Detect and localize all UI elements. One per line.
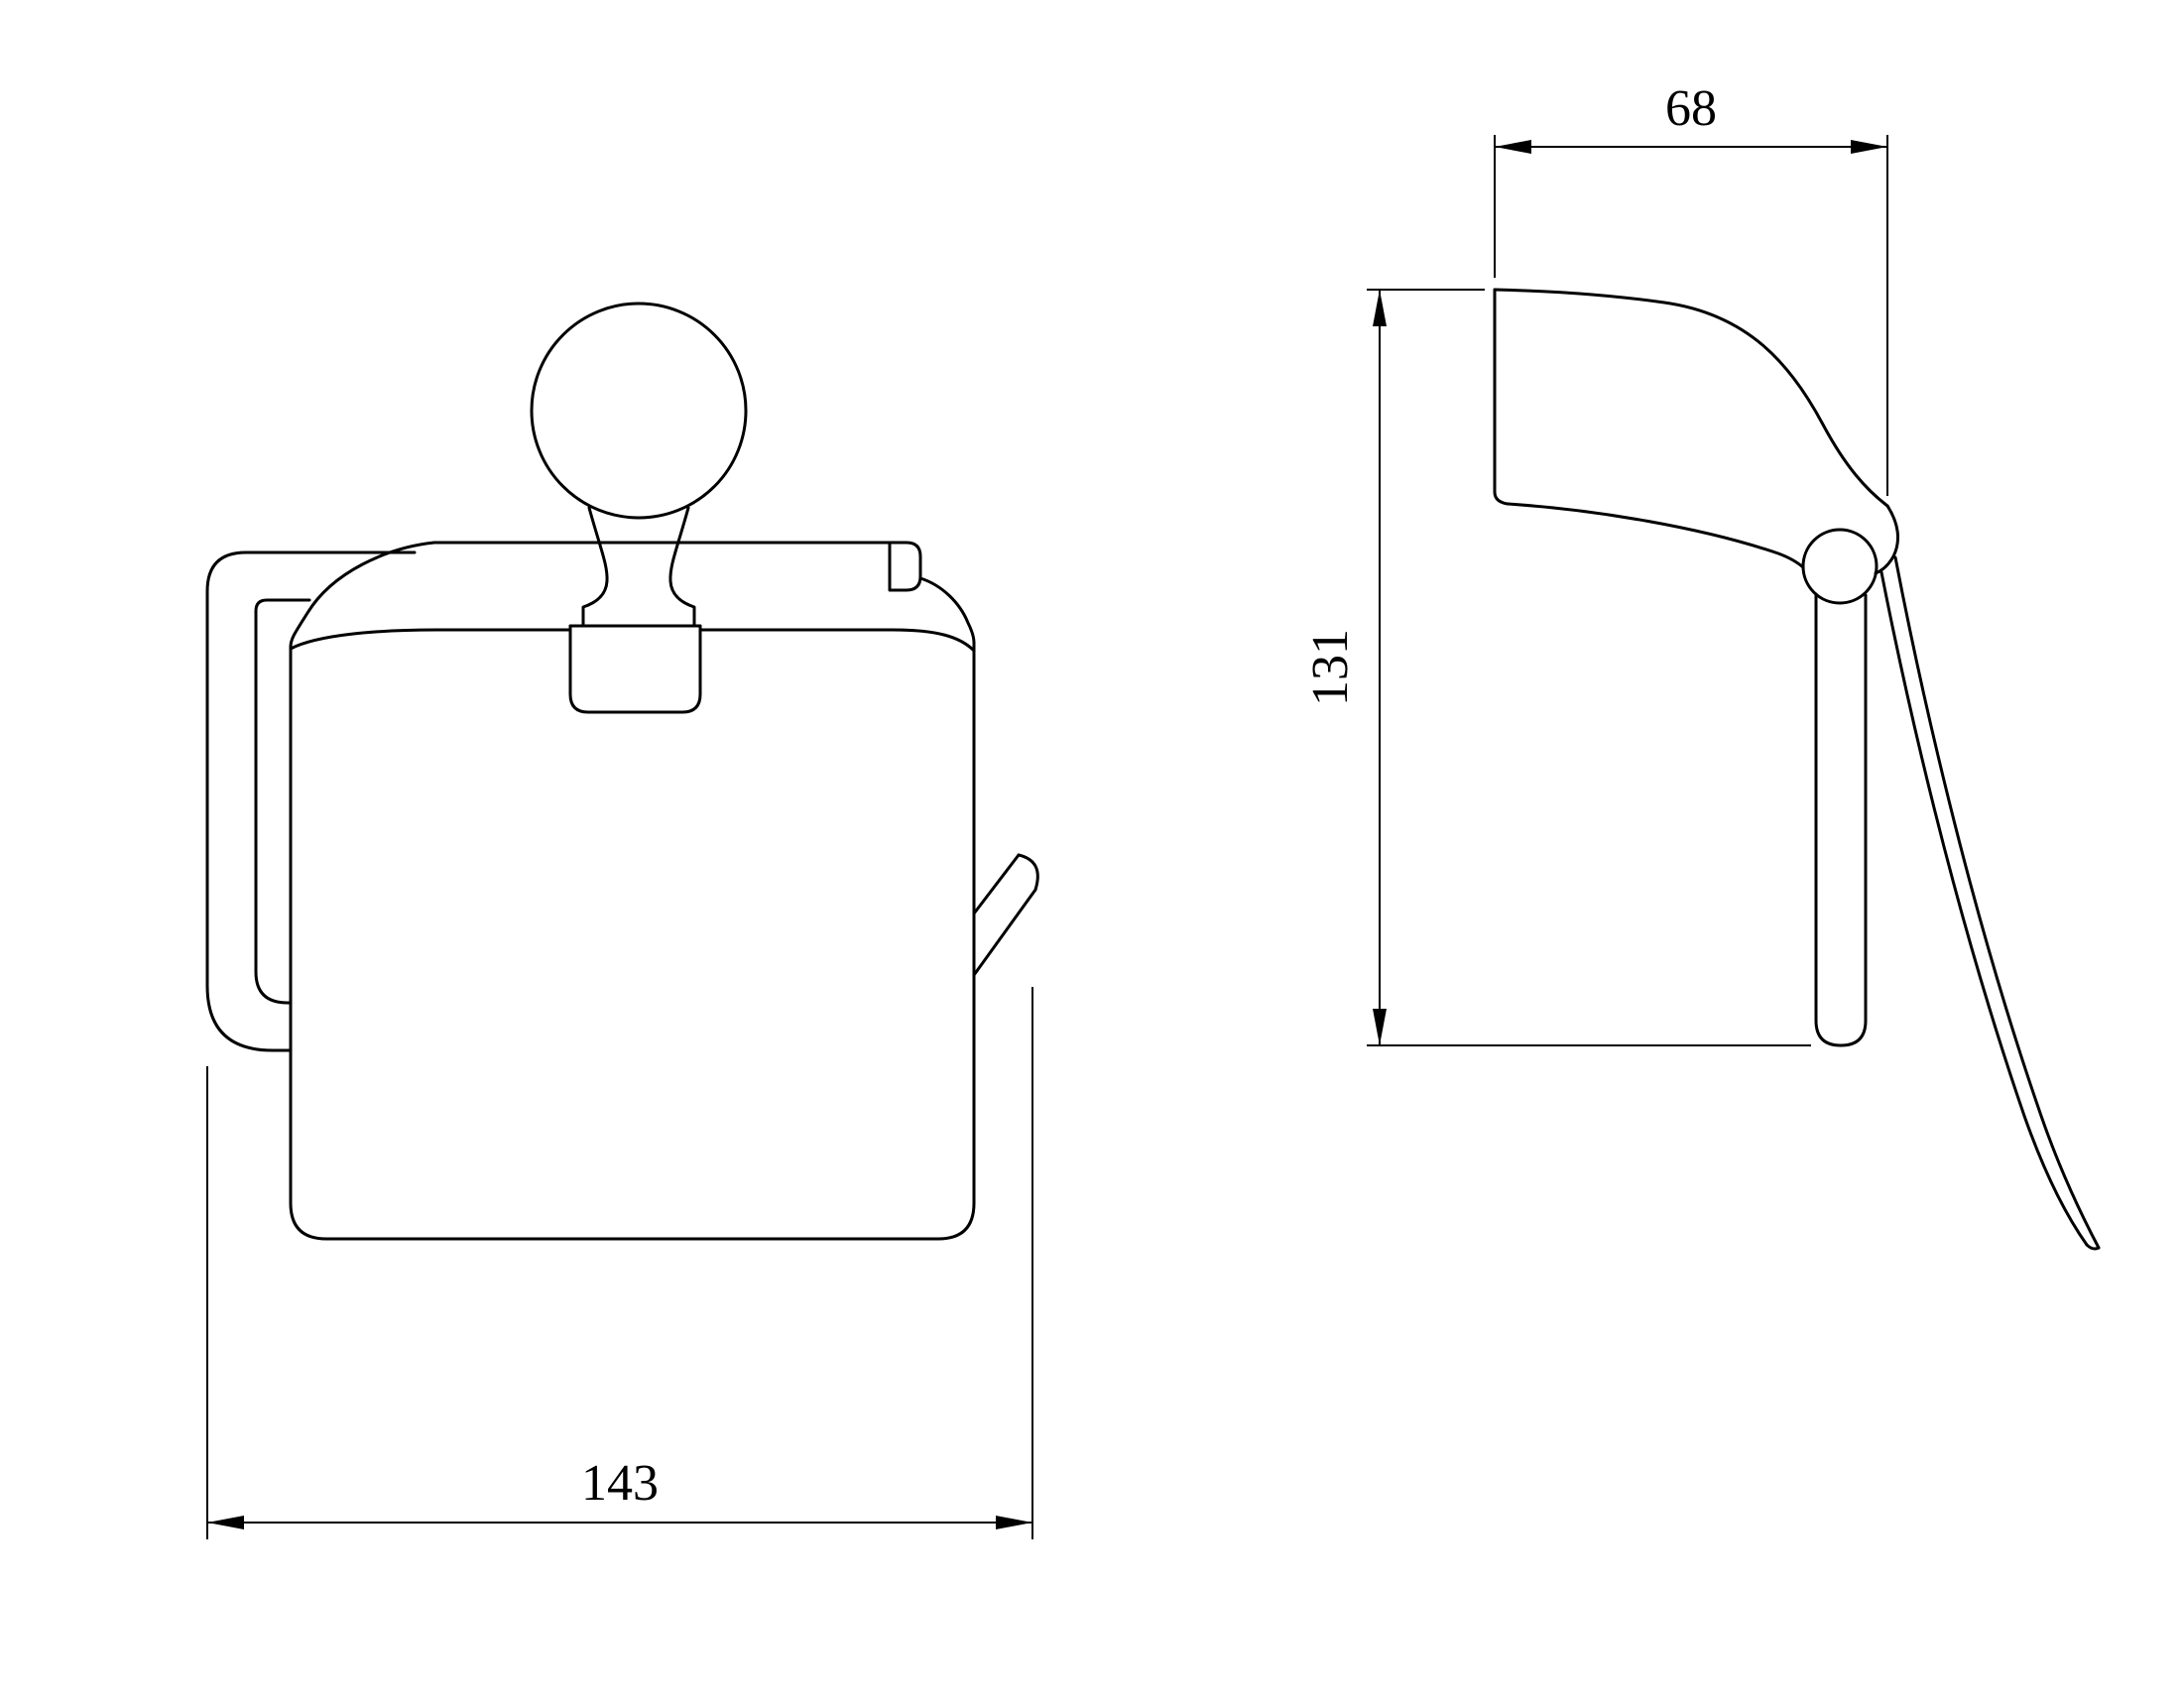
spindle-lower-edge: [972, 888, 1037, 977]
hinge-pin-end-cap: [888, 541, 922, 592]
arrow-143-right-icon: [996, 1516, 1032, 1529]
lid-left-shoulder-curve: [289, 541, 436, 649]
side-view: [1493, 288, 2101, 1251]
front-view: [205, 302, 1039, 1241]
spindle-end-cap: [1017, 853, 1039, 892]
dimension-front-width: 143: [206, 987, 1033, 1539]
mount-stem-right-edge: [668, 506, 696, 628]
lid-right-shoulder-curve: [918, 576, 976, 645]
bracket-wall-edge: [1493, 288, 1510, 506]
roll-arm-side-profile: [1814, 592, 1868, 1047]
cover-face-top-left-line: [289, 628, 572, 651]
arrow-143-left-icon: [207, 1516, 244, 1529]
dim-text-front-width: 143: [581, 1455, 659, 1512]
spindle-upper-edge: [972, 853, 1021, 915]
dimension-side-depth: 68: [1494, 80, 1888, 496]
bracket-nose-underside: [1874, 504, 1900, 575]
cover-bottom-edge: [289, 1201, 976, 1241]
arrow-68-left-icon: [1495, 140, 1531, 154]
cover-blade-tip: [2085, 1243, 2101, 1251]
bracket-bottom-profile-curve: [1506, 502, 1805, 569]
dim-text-side-height: 131: [1302, 629, 1359, 706]
bracket-top-profile-curve: [1493, 288, 1889, 508]
roll-arm-outer-edge: [205, 550, 417, 1052]
roll-arm-inner-edge: [254, 598, 311, 1005]
hinge-knuckle-circle: [1801, 528, 1879, 605]
lid-center-notch: [568, 624, 702, 714]
cover-blade-inner-curve: [1879, 570, 2089, 1247]
dimension-side-height: 131: [1302, 289, 1811, 1046]
dim-text-side-depth: 68: [1665, 80, 1717, 137]
mount-stem-left-edge: [581, 506, 609, 628]
arrow-68-right-icon: [1851, 140, 1887, 154]
arrow-131-bottom-icon: [1373, 1009, 1387, 1045]
cover-blade-outer-curve: [1893, 555, 2101, 1250]
cover-face-top-right-line: [698, 628, 976, 653]
arrow-131-top-icon: [1373, 290, 1387, 326]
mount-escutcheon-circle: [530, 302, 748, 520]
